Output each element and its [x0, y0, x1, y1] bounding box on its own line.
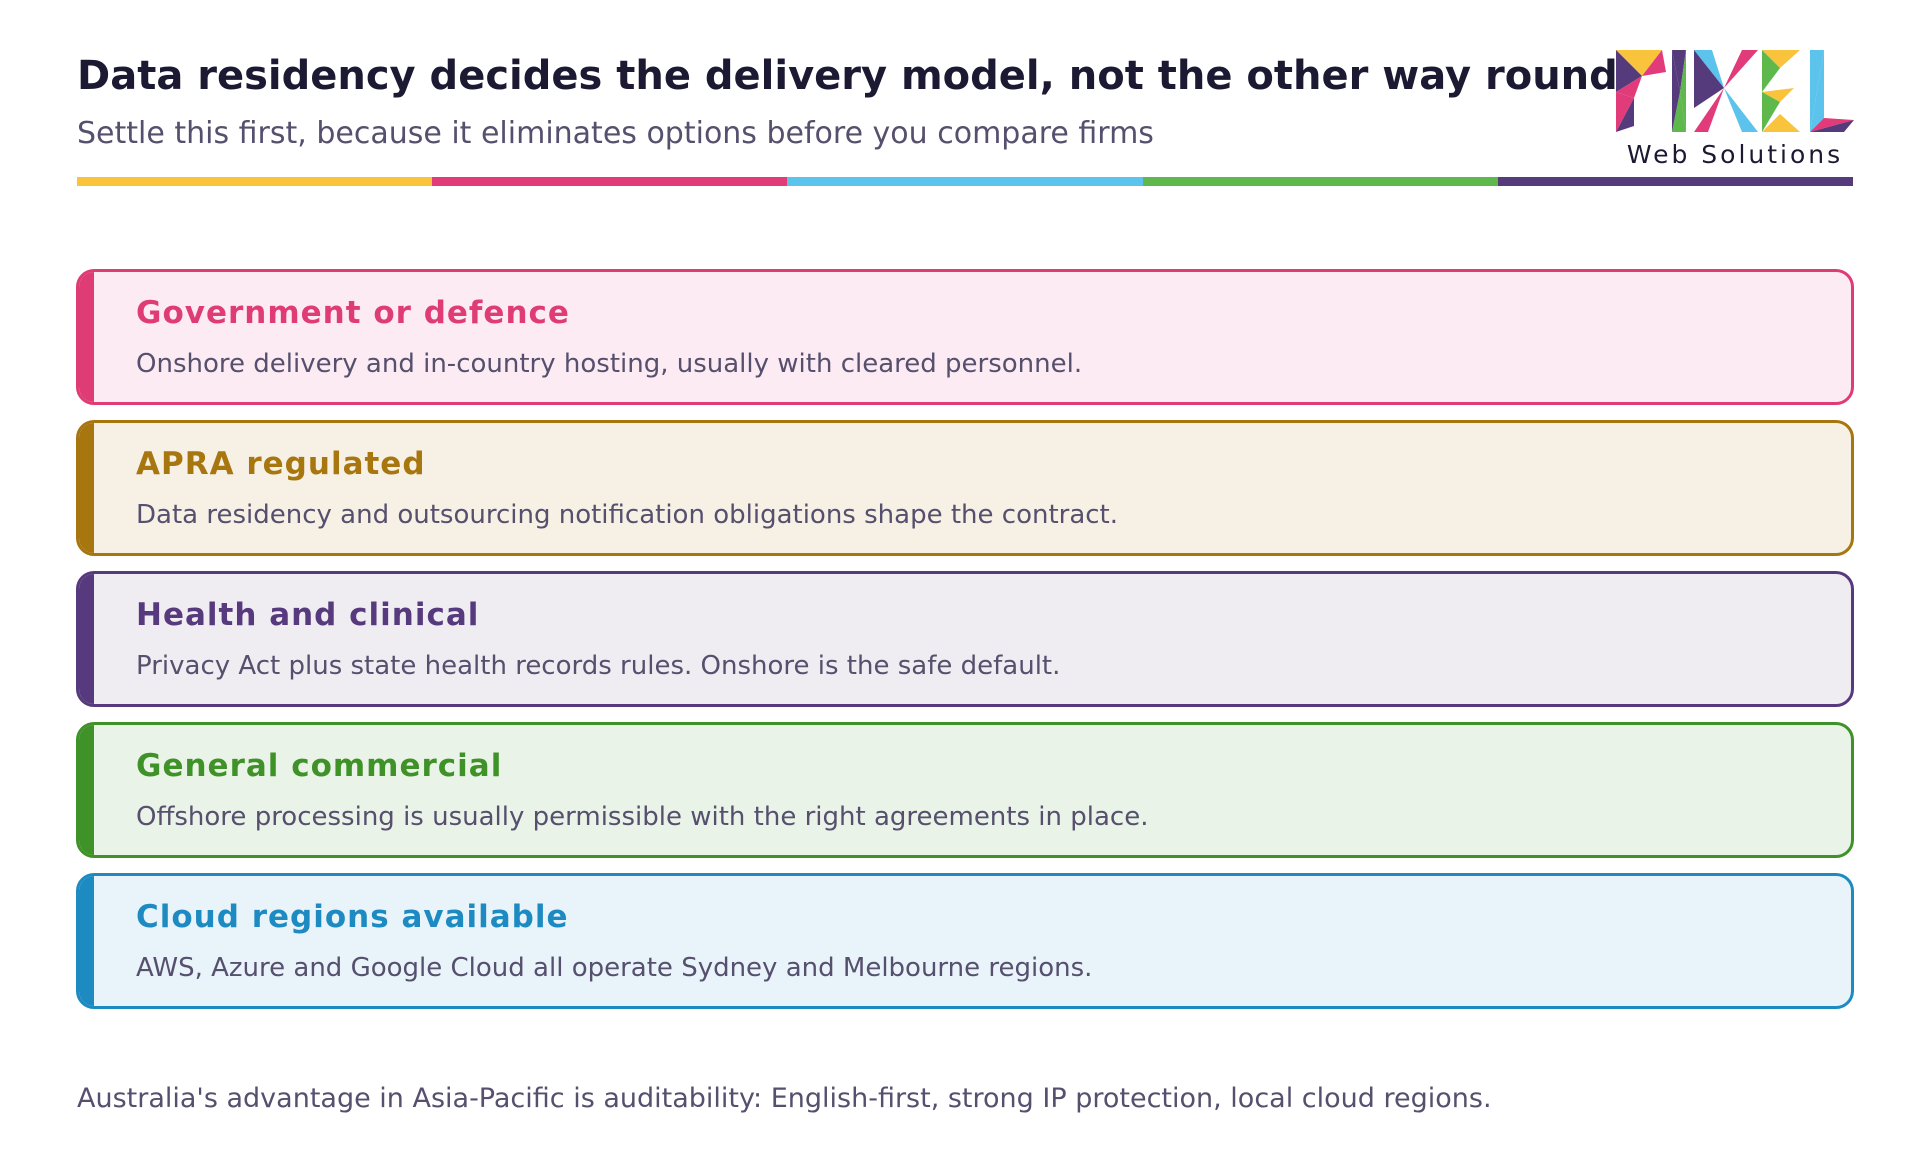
page-title: Data residency decides the delivery mode…: [77, 53, 1618, 99]
card-title: APRA regulated: [136, 446, 426, 482]
card-title: Government or defence: [136, 295, 570, 331]
card-description: AWS, Azure and Google Cloud all operate …: [136, 953, 1093, 983]
logo-tagline: Web Solutions: [1626, 140, 1844, 169]
card-accent-bar: [79, 876, 94, 1006]
stripe-segment: [1142, 177, 1498, 186]
card-title: Health and clinical: [136, 597, 480, 633]
pixel-logo-icon: [1616, 50, 1854, 132]
card-government-defence: Government or defence Onshore delivery a…: [76, 269, 1854, 405]
page-subtitle: Settle this first, because it eliminates…: [77, 116, 1154, 151]
card-title: Cloud regions available: [136, 899, 569, 935]
card-accent-bar: [79, 423, 94, 553]
stripe-segment: [432, 177, 788, 186]
card-health-clinical: Health and clinical Privacy Act plus sta…: [76, 571, 1854, 707]
card-description: Offshore processing is usually permissib…: [136, 802, 1149, 832]
card-title: General commercial: [136, 748, 503, 784]
card-accent-bar: [79, 272, 94, 402]
card-description: Data residency and outsourcing notificat…: [136, 500, 1119, 530]
card-accent-bar: [79, 725, 94, 855]
residency-card-list: Government or defence Onshore delivery a…: [76, 269, 1854, 1024]
stripe-segment: [77, 177, 433, 186]
stripe-segment: [1497, 177, 1854, 186]
pixel-logo: Web Solutions: [1612, 48, 1858, 172]
card-description: Onshore delivery and in-country hosting,…: [136, 349, 1083, 379]
card-cloud-regions: Cloud regions available AWS, Azure and G…: [76, 873, 1854, 1009]
card-accent-bar: [79, 574, 94, 704]
stripe-segment: [787, 177, 1143, 186]
color-stripe: [77, 177, 1854, 186]
card-description: Privacy Act plus state health records ru…: [136, 651, 1061, 681]
card-general-commercial: General commercial Offshore processing i…: [76, 722, 1854, 858]
footer-note: Australia's advantage in Asia-Pacific is…: [77, 1083, 1492, 1114]
card-apra-regulated: APRA regulated Data residency and outsou…: [76, 420, 1854, 556]
